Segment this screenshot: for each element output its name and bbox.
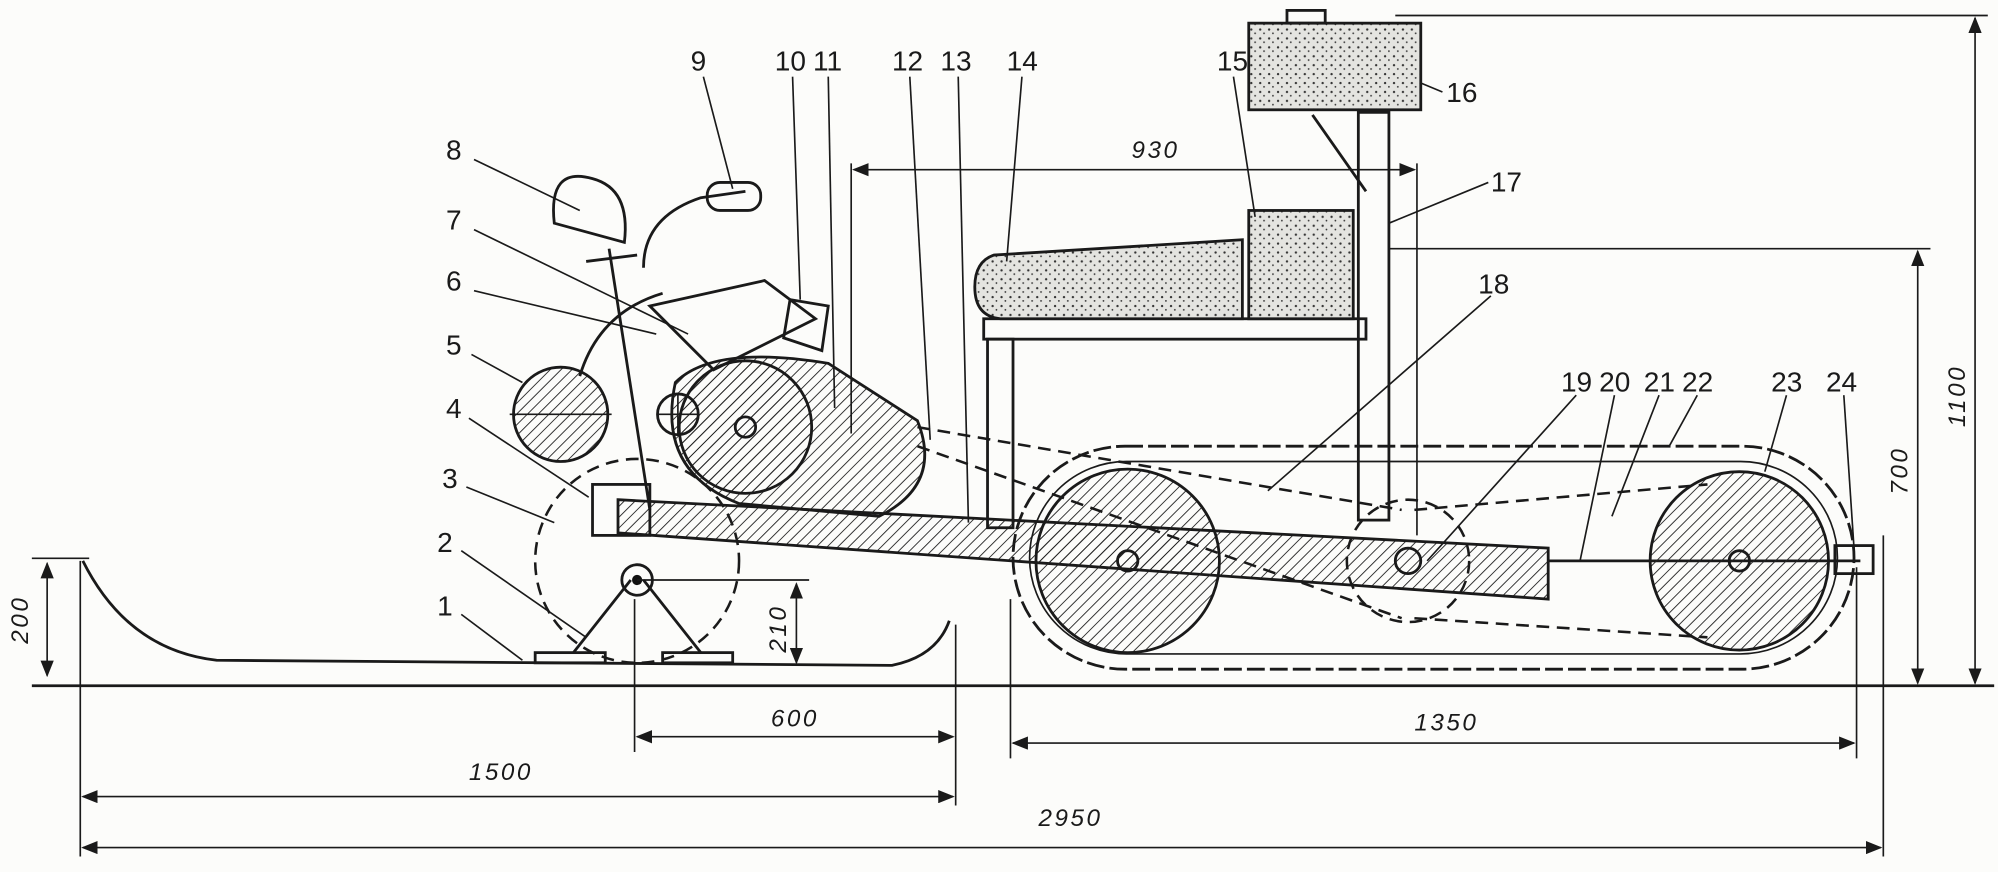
dim-200: 200 bbox=[7, 596, 34, 645]
part-label-13: 13 bbox=[940, 45, 971, 76]
seat bbox=[973, 238, 1244, 321]
handlebar bbox=[642, 189, 746, 268]
dim-700: 700 bbox=[1887, 447, 1914, 495]
dim-930: 930 bbox=[1132, 137, 1180, 164]
part-label-3: 3 bbox=[442, 463, 458, 494]
part-label-7: 7 bbox=[446, 205, 462, 236]
steering-column bbox=[607, 248, 652, 511]
part-label-1: 1 bbox=[437, 591, 453, 622]
handle-grip bbox=[705, 181, 763, 212]
part-label-9: 9 bbox=[691, 45, 707, 76]
part-labels: 1 2 3 4 5 6 7 8 9 10 11 12 13 14 15 16 1… bbox=[437, 45, 1857, 621]
dim-1350: 1350 bbox=[1414, 709, 1478, 736]
engine bbox=[647, 279, 927, 518]
dim-1100: 1100 bbox=[1944, 365, 1971, 427]
fuel-cap bbox=[1285, 9, 1327, 25]
track-assembly bbox=[917, 425, 1856, 671]
fuel-tank bbox=[1247, 21, 1423, 112]
battery-box bbox=[1247, 209, 1355, 321]
part-label-16: 16 bbox=[1446, 77, 1477, 108]
part-label-11: 11 bbox=[813, 45, 842, 76]
part-label-22: 22 bbox=[1682, 366, 1713, 397]
part-label-2: 2 bbox=[437, 527, 453, 558]
part-label-20: 20 bbox=[1599, 366, 1630, 397]
part-label-4: 4 bbox=[446, 393, 462, 424]
dim-1500: 1500 bbox=[469, 759, 533, 786]
part-label-10: 10 bbox=[775, 45, 806, 76]
ski bbox=[81, 560, 951, 667]
part-label-15: 15 bbox=[1217, 45, 1248, 76]
part-label-12: 12 bbox=[892, 45, 923, 76]
part-label-6: 6 bbox=[446, 266, 462, 297]
dim-210: 210 bbox=[765, 605, 792, 654]
part-label-14: 14 bbox=[1007, 45, 1038, 76]
part-label-5: 5 bbox=[446, 329, 462, 360]
part-label-19: 19 bbox=[1561, 366, 1592, 397]
part-label-17: 17 bbox=[1491, 166, 1522, 197]
dimensions: 200 210 600 1350 1500 2950 930 700 1100 bbox=[7, 14, 1988, 857]
part-label-23: 23 bbox=[1771, 366, 1802, 397]
dim-2950: 2950 bbox=[1038, 805, 1103, 832]
leader-lines bbox=[460, 76, 1855, 661]
part-label-8: 8 bbox=[446, 134, 462, 165]
ski-stand bbox=[533, 457, 741, 665]
part-label-21: 21 bbox=[1644, 366, 1675, 397]
dim-600: 600 bbox=[771, 706, 819, 733]
headlight bbox=[552, 174, 627, 245]
part-label-18: 18 bbox=[1478, 268, 1509, 299]
part-label-24: 24 bbox=[1826, 366, 1857, 397]
